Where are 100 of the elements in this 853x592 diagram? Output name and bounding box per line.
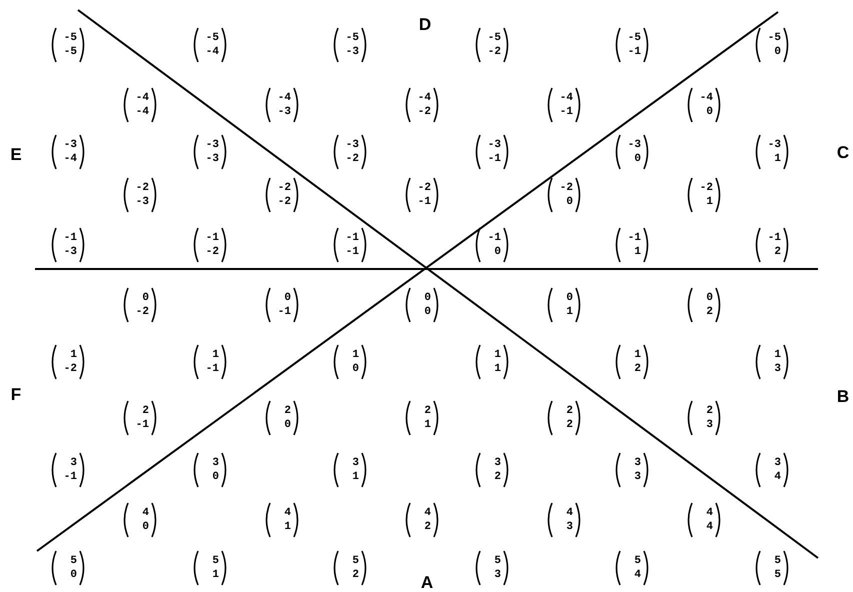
vector-entry: -1 (626, 232, 641, 244)
vector-entry: 1 (773, 349, 781, 361)
vector-entry: 1 (351, 349, 359, 361)
vector-entry: 3 (351, 457, 359, 469)
region-letter: C (836, 143, 850, 163)
vector-entry: 0 (705, 292, 713, 304)
vector-entry: 2 (351, 569, 359, 581)
vector-entry: -3 (62, 246, 77, 258)
vector-entry: 3 (493, 569, 501, 581)
vector-entry: -1 (486, 153, 501, 165)
vector-entry: -3 (486, 139, 501, 151)
vector-entry: -1 (344, 246, 359, 258)
vector-entry: 5 (773, 569, 781, 581)
vector-entry: -4 (558, 92, 573, 104)
vector-entry: -2 (344, 153, 359, 165)
vector-entry: -1 (766, 232, 781, 244)
vector-entry: 1 (633, 349, 641, 361)
vector-entry: 1 (283, 521, 291, 533)
vector-entry: -1 (204, 363, 219, 375)
vector-entry: -4 (416, 92, 431, 104)
vector-entry: 4 (773, 471, 781, 483)
vector-entry: 1 (773, 153, 781, 165)
vector-entry: -2 (134, 306, 149, 318)
vector-entry: 0 (565, 196, 573, 208)
vector-entry: 1 (423, 419, 431, 431)
vector-entry: -3 (204, 153, 219, 165)
vector-entry: 3 (633, 471, 641, 483)
vector-entry: -4 (698, 92, 713, 104)
vector-entry: 2 (565, 405, 573, 417)
vector-entry: 2 (423, 521, 431, 533)
vector-entry: -3 (626, 139, 641, 151)
vector-entry: 1 (565, 306, 573, 318)
vector-entry: 4 (705, 507, 713, 519)
vector-entry: -4 (276, 92, 291, 104)
vector-entry: -3 (134, 196, 149, 208)
vector-entry: -3 (62, 139, 77, 151)
vector-entry: -1 (558, 106, 573, 118)
vector-entry: 2 (283, 405, 291, 417)
vector-entry: 0 (423, 306, 431, 318)
vector-entry: 5 (351, 555, 359, 567)
vector-entry: -2 (276, 182, 291, 194)
vector-entry: -1 (626, 46, 641, 58)
vector-entry: -1 (416, 196, 431, 208)
vector-entry: -2 (62, 363, 77, 375)
vector-entry: -2 (698, 182, 713, 194)
vector-entry: 5 (773, 555, 781, 567)
vector-entry: -2 (486, 46, 501, 58)
vector-entry: -2 (134, 182, 149, 194)
vector-entry: -1 (62, 232, 77, 244)
vector-entry: 2 (423, 405, 431, 417)
vector-entry: -2 (276, 196, 291, 208)
vector-entry: 4 (141, 507, 149, 519)
vector-entry: 5 (211, 555, 219, 567)
vector-entry: 0 (141, 521, 149, 533)
vector-entry: -4 (62, 153, 77, 165)
vector-entry: 0 (773, 46, 781, 58)
vector-entry: -2 (416, 182, 431, 194)
vector-entry: 2 (773, 246, 781, 258)
vector-entry: -1 (134, 419, 149, 431)
vector-entry: 0 (423, 292, 431, 304)
vector-entry: 1 (211, 569, 219, 581)
vector-entry: 0 (351, 363, 359, 375)
vector-entry: 0 (283, 292, 291, 304)
vector-entry: -3 (204, 139, 219, 151)
vector-entry: -1 (486, 232, 501, 244)
vector-entry: 1 (705, 196, 713, 208)
vector-entry: 4 (283, 507, 291, 519)
vector-entry: -2 (204, 246, 219, 258)
vector-entry: 2 (493, 471, 501, 483)
vector-entry: 4 (705, 521, 713, 533)
vector-entry: 2 (565, 419, 573, 431)
vector-entry: -3 (344, 139, 359, 151)
vector-entry: -3 (276, 106, 291, 118)
vector-entry: -5 (766, 32, 781, 44)
vector-entry: 1 (493, 363, 501, 375)
vector-entry: 5 (633, 555, 641, 567)
vector-entry: -2 (416, 106, 431, 118)
vector-entry: 1 (633, 246, 641, 258)
vector-entry: -5 (626, 32, 641, 44)
vector-entry: 0 (69, 569, 77, 581)
vector-entry: 1 (351, 471, 359, 483)
vector-entry: 3 (773, 363, 781, 375)
vector-entry: -3 (344, 46, 359, 58)
vector-entry: 0 (211, 471, 219, 483)
vector-entry: -1 (344, 232, 359, 244)
vector-entry: -5 (62, 32, 77, 44)
vector-entry: -2 (558, 182, 573, 194)
vector-entry: 5 (69, 555, 77, 567)
vector-entry: 3 (565, 521, 573, 533)
vector-entry: 1 (493, 349, 501, 361)
vector-entry: 2 (141, 405, 149, 417)
vector-entry: 0 (633, 153, 641, 165)
vector-entry: 0 (493, 246, 501, 258)
vector-entry: -5 (204, 32, 219, 44)
vector-entry: 3 (633, 457, 641, 469)
vector-entry: -4 (134, 92, 149, 104)
vector-entry: 2 (705, 405, 713, 417)
vector-entry: -4 (204, 46, 219, 58)
vector-entry: 0 (565, 292, 573, 304)
vector-entry: 0 (705, 106, 713, 118)
